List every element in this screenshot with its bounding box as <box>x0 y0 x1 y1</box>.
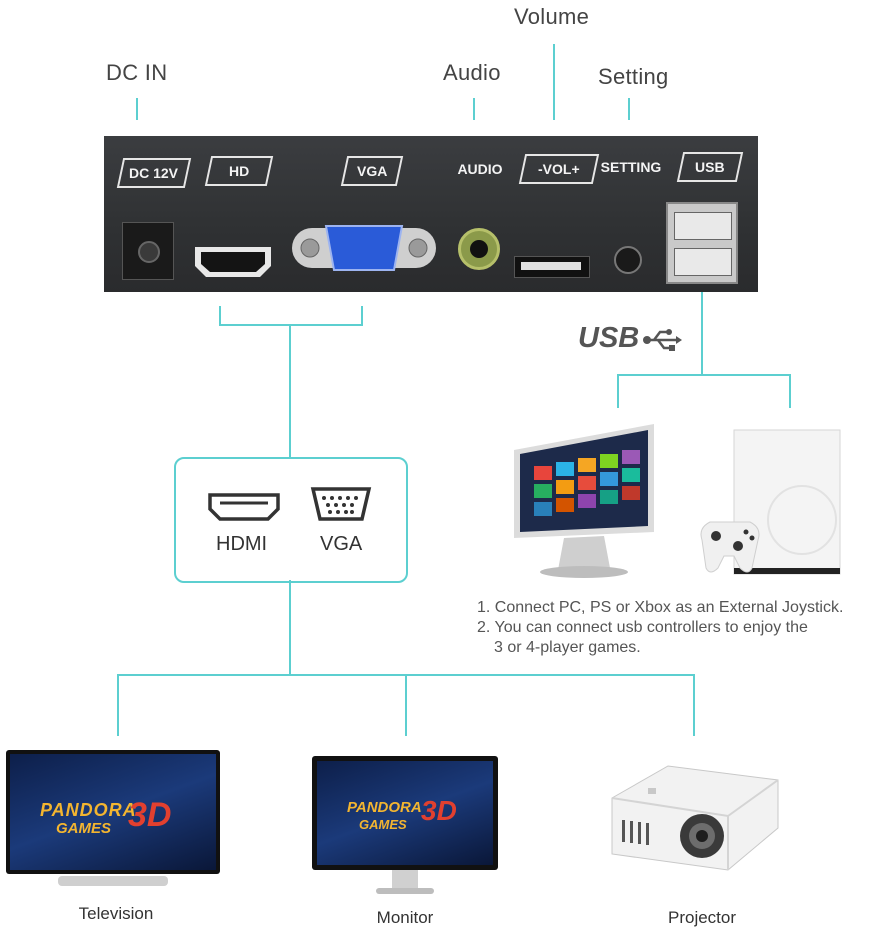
tv-screen: PANDORA GAMES 3D <box>10 754 216 870</box>
vol-label: -VOL+ <box>518 154 600 184</box>
television-label: Television <box>78 904 154 923</box>
setting-callout: Setting <box>598 64 669 89</box>
setting-label: SETTING <box>600 159 662 175</box>
vga-port-icon <box>292 225 436 271</box>
volume-pointer <box>553 44 555 120</box>
monitor-image: PANDORA GAMES 3D <box>312 756 498 896</box>
usb-drop-pc <box>617 374 619 408</box>
vga-text: VGA <box>320 533 363 555</box>
dc-12v-label: DC 12V <box>116 158 192 188</box>
dc-jack-port <box>122 222 174 280</box>
projector-image <box>598 758 784 898</box>
usb-note-1: 1. Connect PC, PS or Xbox as an External… <box>477 599 844 616</box>
video-bracket-bar <box>219 324 363 326</box>
monitor-logo-line2: GAMES <box>359 817 407 832</box>
video-bracket-right <box>361 306 363 326</box>
setting-button-port <box>614 246 642 274</box>
audio-jack-port <box>458 228 500 270</box>
dc-in-callout: DC IN <box>106 60 168 85</box>
output-drop-tv <box>117 674 119 736</box>
dc-in-pointer <box>136 98 138 120</box>
projector-label: Projector <box>667 908 737 927</box>
video-output-box: HDMI VGA <box>174 457 408 583</box>
usb-symbol-icon <box>643 329 682 351</box>
usb-heading: USB <box>578 322 640 354</box>
setting-pointer <box>628 98 630 120</box>
xbox-device-image <box>694 428 844 578</box>
hdmi-port-icon <box>195 247 271 277</box>
audio-callout: Audio <box>443 60 501 85</box>
vga-label: VGA <box>340 156 404 186</box>
hd-label: HD <box>204 156 274 186</box>
usb-ports <box>666 202 738 284</box>
pc-device-image <box>504 420 664 580</box>
hdmi-icon <box>208 493 280 521</box>
video-trunk <box>289 324 291 458</box>
usb-bar <box>617 374 791 376</box>
usb-label: USB <box>676 152 744 182</box>
usb-note-3: 3 or 4-player games. <box>494 639 641 656</box>
monitor-logo-badge: 3D <box>421 795 457 826</box>
output-trunk <box>289 580 291 676</box>
television-image: PANDORA GAMES 3D <box>6 750 220 890</box>
video-bracket-left <box>219 306 221 326</box>
usb-drop-xbox <box>789 374 791 408</box>
tv-logo-line1: PANDORA <box>40 800 137 820</box>
volume-callout: Volume <box>514 4 590 29</box>
monitor-label: Monitor <box>376 908 434 927</box>
tv-logo-badge: 3D <box>128 796 172 834</box>
console-back-panel: DC 12V HD VGA AUDIO -VOL+ SETTING USB <box>104 136 758 292</box>
audio-label: AUDIO <box>457 161 503 177</box>
usb-trunk <box>701 292 703 376</box>
tv-logo-line2: GAMES <box>56 820 112 837</box>
hdmi-text: HDMI <box>216 533 268 555</box>
audio-pointer <box>473 98 475 120</box>
usb-note-2: 2. You can connect usb controllers to en… <box>477 619 808 636</box>
output-drop-projector <box>693 674 695 736</box>
volume-rocker <box>514 256 590 278</box>
output-drop-monitor <box>405 674 407 736</box>
monitor-logo-line1: PANDORA <box>347 799 422 816</box>
monitor-screen: PANDORA GAMES 3D <box>317 761 493 865</box>
vga-icon <box>310 487 372 521</box>
